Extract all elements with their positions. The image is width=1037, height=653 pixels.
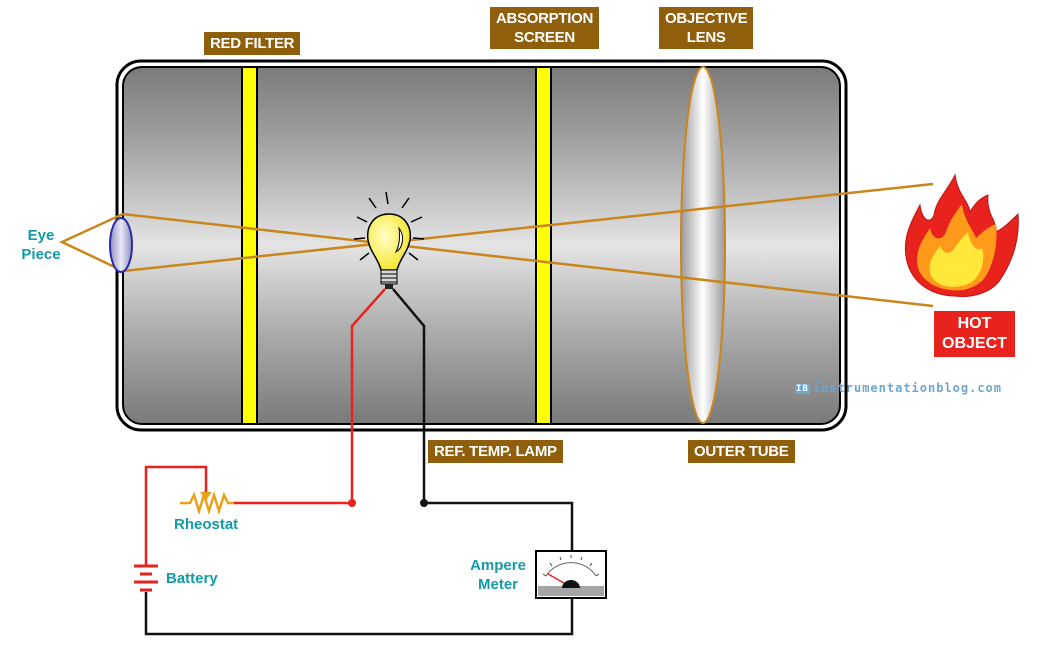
- ref-temp-lamp-label: REF. TEMP. LAMP: [428, 440, 563, 463]
- light-rays: [59, 182, 934, 308]
- hot-object-label: HOT OBJECT: [934, 311, 1015, 357]
- black-wire: [144, 288, 574, 636]
- red-filter: [241, 66, 258, 425]
- red-filter-label: RED FILTER: [204, 32, 301, 55]
- outer-tube: [115, 59, 848, 432]
- eye-piece-lens: [109, 217, 133, 273]
- watermark-logo: IB: [795, 384, 810, 394]
- battery-label: Battery: [166, 570, 218, 587]
- objective-lens-label: OBJECTIVE LENS: [659, 7, 754, 49]
- watermark-text: instrumentationblog.com: [812, 381, 1003, 395]
- reference-lamp: [353, 191, 425, 289]
- red-wire: [144, 288, 386, 565]
- absorption-screen: [535, 66, 552, 425]
- objective-lens: [680, 66, 726, 424]
- red-wire-junction: [348, 499, 356, 507]
- absorption-screen-label: ABSORPTION SCREEN: [490, 7, 600, 49]
- flame-icon: [904, 173, 1019, 297]
- ampere-meter-label: Ampere Meter: [470, 557, 526, 593]
- ampere-meter: [535, 550, 607, 599]
- battery-symbol: [134, 564, 158, 592]
- eye-piece-label: Eye Piece: [21, 227, 61, 263]
- outer-tube-label: OUTER TUBE: [688, 440, 795, 463]
- rheostat-label: Rheostat: [174, 516, 239, 533]
- black-wire-junction: [420, 499, 428, 507]
- rheostat-symbol: [180, 490, 234, 516]
